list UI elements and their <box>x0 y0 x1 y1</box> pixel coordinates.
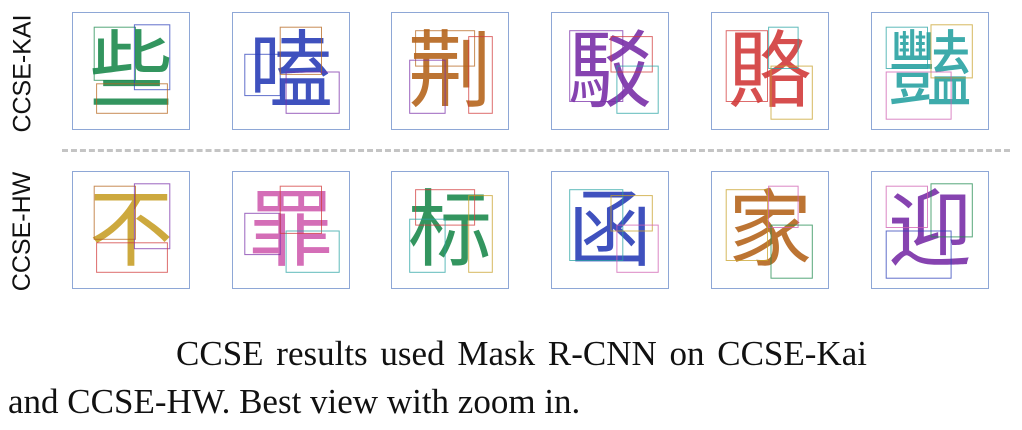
result-panel: 不 <box>72 171 190 289</box>
mask-bounding-box <box>885 71 952 120</box>
result-panel: 嗑 <box>232 12 350 130</box>
mask-bounding-box <box>409 59 446 114</box>
detection-boxes <box>409 30 493 114</box>
detection-boxes <box>725 26 813 120</box>
mask-bounding-box <box>768 185 799 228</box>
mask-bounding-box <box>93 26 136 81</box>
mask-bounding-box <box>885 26 928 69</box>
mask-bounding-box <box>279 185 322 234</box>
mask-bounding-box <box>725 30 768 103</box>
mask-bounding-box <box>285 71 340 114</box>
row-label-kai: CCSE-KAI <box>8 13 37 133</box>
row-divider <box>62 149 1010 152</box>
mask-bounding-box <box>768 26 799 69</box>
result-panel: 迎 <box>871 171 989 289</box>
figure-caption: CCSE results used Mask R-CNN on CCSE-Kai… <box>8 330 1018 426</box>
character-glyph: 迎 <box>887 181 972 279</box>
mask-bounding-box <box>569 189 624 262</box>
mask-bounding-box <box>725 189 768 262</box>
mask-bounding-box <box>885 185 928 228</box>
detection-boxes <box>244 185 340 273</box>
detection-boxes <box>885 24 973 120</box>
caption-line-2: and CCSE-HW. Best view with zoom in. <box>8 382 581 421</box>
mask-bounding-box <box>468 36 493 114</box>
mask-bounding-box <box>569 30 624 103</box>
detection-boxes <box>409 189 493 273</box>
detection-boxes <box>725 185 813 279</box>
row-label-hw: CCSE-HW <box>8 171 37 291</box>
detection-boxes <box>93 24 171 114</box>
mask-bounding-box <box>885 230 952 279</box>
result-panel: 罪 <box>232 171 350 289</box>
result-panel: 駁 <box>551 12 669 130</box>
character-glyph: 荆 <box>407 22 492 120</box>
detection-boxes <box>885 183 973 279</box>
detection-boxes <box>244 26 340 114</box>
caption-line-1: CCSE results used Mask R-CNN on CCSE-Kai <box>176 334 867 373</box>
character-glyph: 豔 <box>887 22 972 120</box>
result-panel: 賂 <box>711 12 829 130</box>
mask-bounding-box <box>133 183 171 250</box>
mask-bounding-box <box>468 195 493 273</box>
mask-bounding-box <box>93 185 136 240</box>
mask-bounding-box <box>96 83 168 114</box>
mask-bounding-box <box>930 183 973 238</box>
result-panel: 家 <box>711 171 829 289</box>
result-panel: 标 <box>391 171 509 289</box>
character-glyph: 些 <box>88 22 173 120</box>
result-panel: 函 <box>551 171 669 289</box>
mask-bounding-box <box>930 24 973 79</box>
mask-bounding-box <box>285 230 340 273</box>
result-panel: 些 <box>72 12 190 130</box>
mask-bounding-box <box>279 26 322 75</box>
detection-boxes <box>569 30 659 114</box>
detection-boxes <box>93 183 171 273</box>
character-glyph: 嗑 <box>248 22 333 120</box>
mask-bounding-box <box>616 224 659 273</box>
character-glyph: 函 <box>567 181 652 279</box>
result-panel: 荆 <box>391 12 509 130</box>
mask-bounding-box <box>770 224 813 279</box>
character-glyph: 駁 <box>567 22 652 120</box>
mask-bounding-box <box>409 218 446 273</box>
mask-bounding-box <box>610 195 653 232</box>
mask-bounding-box <box>96 242 168 273</box>
mask-bounding-box <box>610 36 653 73</box>
mask-bounding-box <box>133 24 171 91</box>
character-glyph: 标 <box>407 181 492 279</box>
mask-bounding-box <box>244 212 281 256</box>
mask-bounding-box <box>770 65 813 120</box>
character-glyph: 罪 <box>248 181 333 279</box>
character-glyph: 不 <box>88 181 173 279</box>
mask-bounding-box <box>244 53 281 97</box>
result-panel: 豔 <box>871 12 989 130</box>
detection-boxes <box>569 189 659 273</box>
mask-bounding-box <box>616 65 659 114</box>
